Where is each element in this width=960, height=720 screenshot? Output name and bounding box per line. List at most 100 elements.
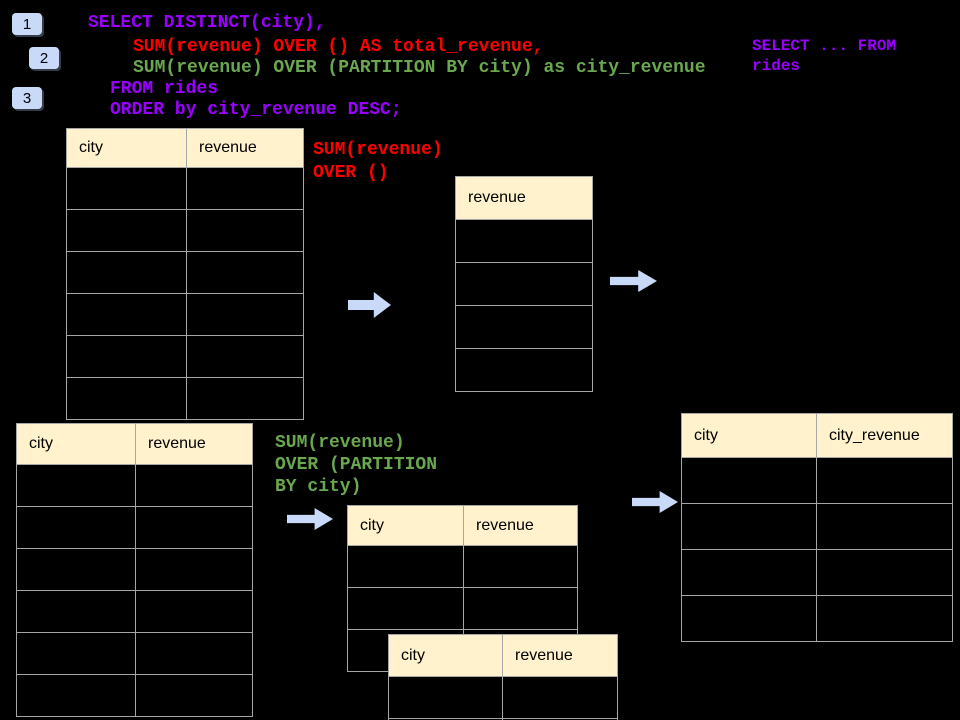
- table-row: [16, 464, 253, 507]
- empty-cell: [186, 167, 304, 210]
- empty-cell: [66, 251, 187, 294]
- column-header-city: city: [388, 634, 503, 677]
- total-revenue-annotation: SUM(revenue) OVER (): [313, 139, 443, 185]
- empty-cell: [66, 377, 187, 420]
- annotation-line: OVER (PARTITION: [275, 455, 438, 475]
- table-row: [681, 503, 953, 550]
- empty-cell: [681, 457, 817, 504]
- table-row: [16, 548, 253, 591]
- table-row: [347, 587, 578, 630]
- empty-cell: [186, 251, 304, 294]
- empty-cell: [502, 718, 618, 720]
- empty-cell: [66, 167, 187, 210]
- table-row: [66, 377, 304, 420]
- column-header-city_revenue: city_revenue: [816, 413, 953, 458]
- right-arrow-icon: [632, 491, 678, 513]
- table-row: [347, 545, 578, 588]
- empty-cell: [388, 676, 503, 719]
- empty-cell: [681, 549, 817, 596]
- empty-cell: [16, 506, 136, 549]
- table-row: [455, 262, 593, 306]
- table-row: [388, 676, 618, 719]
- empty-cell: [347, 545, 464, 588]
- empty-cell: [16, 632, 136, 675]
- empty-cell: [186, 293, 304, 336]
- annotation-line: SUM(revenue): [313, 140, 443, 160]
- table-row: [16, 506, 253, 549]
- empty-cell: [816, 457, 953, 504]
- column-header-revenue: revenue: [455, 176, 593, 220]
- empty-cell: [347, 587, 464, 630]
- empty-cell: [816, 503, 953, 550]
- table-row: [388, 718, 618, 720]
- empty-cell: [16, 464, 136, 507]
- table-row: [681, 549, 953, 596]
- annotation-line: BY city): [275, 477, 362, 497]
- column-header-revenue: revenue: [502, 634, 618, 677]
- side-note-line-2: rides: [752, 57, 801, 75]
- empty-cell: [135, 506, 253, 549]
- empty-cell: [135, 590, 253, 633]
- annotation-line: OVER (): [313, 163, 389, 183]
- empty-cell: [455, 348, 593, 392]
- empty-cell: [16, 590, 136, 633]
- side-note-line-1: SELECT ... FROM: [752, 37, 897, 55]
- table-row: [16, 590, 253, 633]
- column-header-revenue: revenue: [463, 505, 578, 546]
- table-row: [681, 457, 953, 504]
- empty-cell: [455, 262, 593, 306]
- empty-cell: [463, 545, 578, 588]
- empty-cell: [463, 587, 578, 630]
- sql-from-line: FROM rides: [110, 79, 219, 99]
- empty-cell: [502, 676, 618, 719]
- revenue-column-table: revenue: [455, 176, 593, 392]
- sql-partition-line: SUM(revenue) OVER (PARTITION BY city) as…: [133, 58, 706, 78]
- annotation-line: SUM(revenue): [275, 433, 405, 453]
- empty-cell: [16, 548, 136, 591]
- right-arrow-icon: [287, 508, 333, 530]
- column-header-city: city: [66, 128, 187, 168]
- empty-cell: [135, 674, 253, 717]
- sql-select-line: SELECT DISTINCT(city),: [88, 13, 326, 33]
- empty-cell: [455, 219, 593, 263]
- empty-cell: [816, 595, 953, 642]
- empty-cell: [186, 209, 304, 252]
- empty-cell: [66, 293, 187, 336]
- empty-cell: [816, 549, 953, 596]
- table-row: [66, 209, 304, 252]
- empty-cell: [186, 377, 304, 420]
- empty-cell: [66, 209, 187, 252]
- column-header-revenue: revenue: [135, 423, 253, 465]
- column-header-revenue: revenue: [186, 128, 304, 168]
- table-row: [455, 348, 593, 392]
- table-row: [66, 293, 304, 336]
- table-row: [455, 305, 593, 349]
- table-row: [455, 219, 593, 263]
- column-header-city: city: [681, 413, 817, 458]
- step-2-badge: 2: [29, 47, 59, 69]
- empty-cell: [16, 674, 136, 717]
- right-arrow-icon: [610, 270, 657, 292]
- table-row: [681, 595, 953, 642]
- sql-total-revenue-line: SUM(revenue) OVER () AS total_revenue,: [133, 37, 544, 57]
- table-row: [66, 167, 304, 210]
- empty-cell: [455, 305, 593, 349]
- step-1-badge: 1: [12, 13, 42, 35]
- table-row: [66, 251, 304, 294]
- column-header-city: city: [16, 423, 136, 465]
- table-row: [66, 335, 304, 378]
- empty-cell: [66, 335, 187, 378]
- select-from-rides-note: SELECT ... FROM rides: [752, 36, 896, 76]
- header-row: revenue: [455, 176, 593, 220]
- right-arrow-icon: [348, 292, 391, 318]
- empty-cell: [186, 335, 304, 378]
